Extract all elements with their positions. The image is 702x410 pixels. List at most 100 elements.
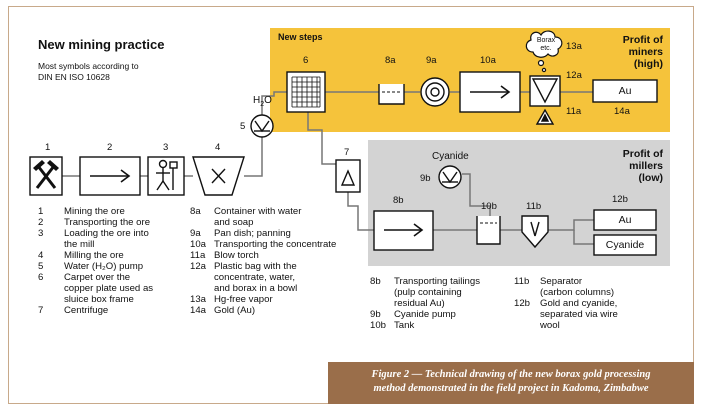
hg-free-vapor-symbol [525, 30, 563, 73]
miners-profit-line-1: Profit of [622, 34, 663, 46]
legend-text: Transporting the concentrate [214, 239, 337, 250]
caption-line-1: Figure 2 — Technical drawing of the new … [371, 369, 651, 380]
legend-text: Hg-free vapor [214, 294, 273, 305]
legend-num: 14a [190, 305, 207, 316]
diagram-title: New mining practice [38, 37, 165, 52]
step-number-13a: 13a [566, 41, 582, 52]
h2o-label: H2O [253, 95, 272, 108]
millers-profit-line-1: Profit of [622, 148, 663, 160]
mill-symbol [192, 156, 245, 196]
cyanide-box-label: Cyanide [605, 239, 645, 251]
flow-line-11b-au [548, 219, 594, 231]
step-number-7: 7 [344, 147, 350, 158]
legend-num: 8a [190, 206, 201, 217]
legend-text: Separator [540, 276, 583, 287]
legend-num: 4 [38, 250, 44, 261]
legend-text: and borax in a bowl [214, 283, 298, 294]
step-number-10b: 10b [481, 201, 497, 212]
transport-ore-symbol [79, 156, 141, 196]
step-number-9b: 9b [420, 173, 431, 184]
millers-profit-line-2: millers [629, 160, 663, 172]
legend-num: 2 [38, 217, 44, 228]
legend-text: Blow torch [214, 250, 259, 261]
cyanide-label: Cyanide [432, 151, 469, 162]
legend-num: 1 [38, 206, 44, 217]
flow-lines [62, 91, 594, 245]
legend-text: Carpet over the [64, 272, 131, 283]
legend-text: Gold and cyanide, [540, 298, 618, 309]
legend-text: Centrifuge [64, 305, 109, 316]
legend-text: Loading the ore into [64, 228, 149, 239]
step-number-3: 3 [163, 142, 169, 153]
flow-line-4-5 [244, 137, 263, 177]
legend-column-2: 8a Container with water and soap 9a Pan … [190, 206, 370, 346]
flow-line-5-6 [261, 91, 287, 115]
mining-ore-symbol [29, 156, 63, 196]
miners-profit-line-3: (high) [633, 58, 663, 70]
blow-torch-symbol [535, 108, 555, 125]
step-number-12a: 12a [566, 70, 582, 81]
transport-concentrate-symbol [459, 71, 521, 113]
subtitle-line-1: Most symbols according to [38, 61, 139, 71]
step-number-10a: 10a [480, 55, 496, 66]
tank-symbol [476, 216, 501, 245]
flow-line-7-8b [347, 172, 374, 231]
gold-box-millers [593, 209, 657, 231]
legend-text: sluice box frame [64, 294, 134, 305]
legend-text: Plastic bag with the [214, 261, 297, 272]
loading-ore-symbol [147, 156, 185, 196]
plastic-bag-bowl-symbol [529, 75, 561, 107]
legend-num: 7 [38, 305, 44, 316]
legend-text: Container with water [214, 206, 302, 217]
etc-line: etc. [540, 45, 552, 52]
centrifuge-symbol [335, 159, 361, 193]
flow-line-6-7 [307, 112, 336, 165]
legend-text: Transporting tailings [394, 276, 481, 287]
borax-bubble-text: Borax etc. [536, 37, 556, 53]
legend-text: (pulp containing [394, 287, 462, 298]
step-number-8a: 8a [385, 55, 396, 66]
subtitle-line-2: DIN EN ISO 10628 [38, 72, 110, 82]
legend-text: Tank [394, 320, 415, 331]
legend-num: 9a [190, 228, 201, 239]
gold-box-millers-label: Au [618, 214, 632, 226]
caption-line-2: method demonstrated in the field project… [373, 383, 649, 394]
legend-text: and soap [214, 217, 254, 228]
flow-line-9b-10b [462, 173, 491, 216]
diagram-subtitle: Most symbols according to DIN EN ISO 106… [38, 61, 139, 83]
miners-profit-label: Profit of miners (high) [605, 34, 663, 70]
borax-line: Borax [536, 37, 556, 44]
step-number-8b: 8b [393, 195, 404, 206]
gold-box-miners-label: Au [618, 85, 632, 97]
legend-num: 12b [514, 298, 531, 309]
step-number-2: 2 [107, 142, 113, 153]
step-number-5: 5 [240, 121, 246, 132]
flow-line-11b-cyanide [573, 230, 594, 245]
step-number-1: 1 [45, 142, 51, 153]
legend-num: 6 [38, 272, 44, 283]
pan-dish-symbol [420, 77, 450, 107]
legend-text: concentrate, water, [214, 272, 296, 283]
cyanide-box-millers [593, 234, 657, 256]
legend-num: 13a [190, 294, 207, 305]
cyanide-pump-symbol [438, 165, 462, 189]
sluice-box-symbol [286, 71, 326, 113]
new-steps-label: New steps [278, 32, 323, 42]
step-number-11b: 11b [526, 201, 542, 212]
legend-num: 3 [38, 228, 44, 239]
figure-caption: Figure 2 — Technical drawing of the new … [328, 362, 694, 404]
container-water-soap-symbol [378, 84, 405, 105]
legend-num: 10b [370, 320, 387, 331]
step-number-12b: 12b [612, 194, 628, 205]
legend-text: Cyanide pump [394, 309, 456, 320]
legend-text: Gold (Au) [214, 305, 256, 316]
legend-text: separated via wire [540, 309, 618, 320]
legend-column-1: 1 Mining the ore 2 Transporting the ore … [38, 206, 188, 346]
gold-box-miners [592, 79, 658, 103]
legend-column-4: 11b Separator (carbon columns) 12b Gold … [514, 276, 664, 331]
legend-text: Pan dish; panning [214, 228, 291, 239]
legend-num: 8b [370, 276, 381, 287]
separator-symbol [521, 215, 549, 249]
legend-text: (carbon columns) [540, 287, 615, 298]
